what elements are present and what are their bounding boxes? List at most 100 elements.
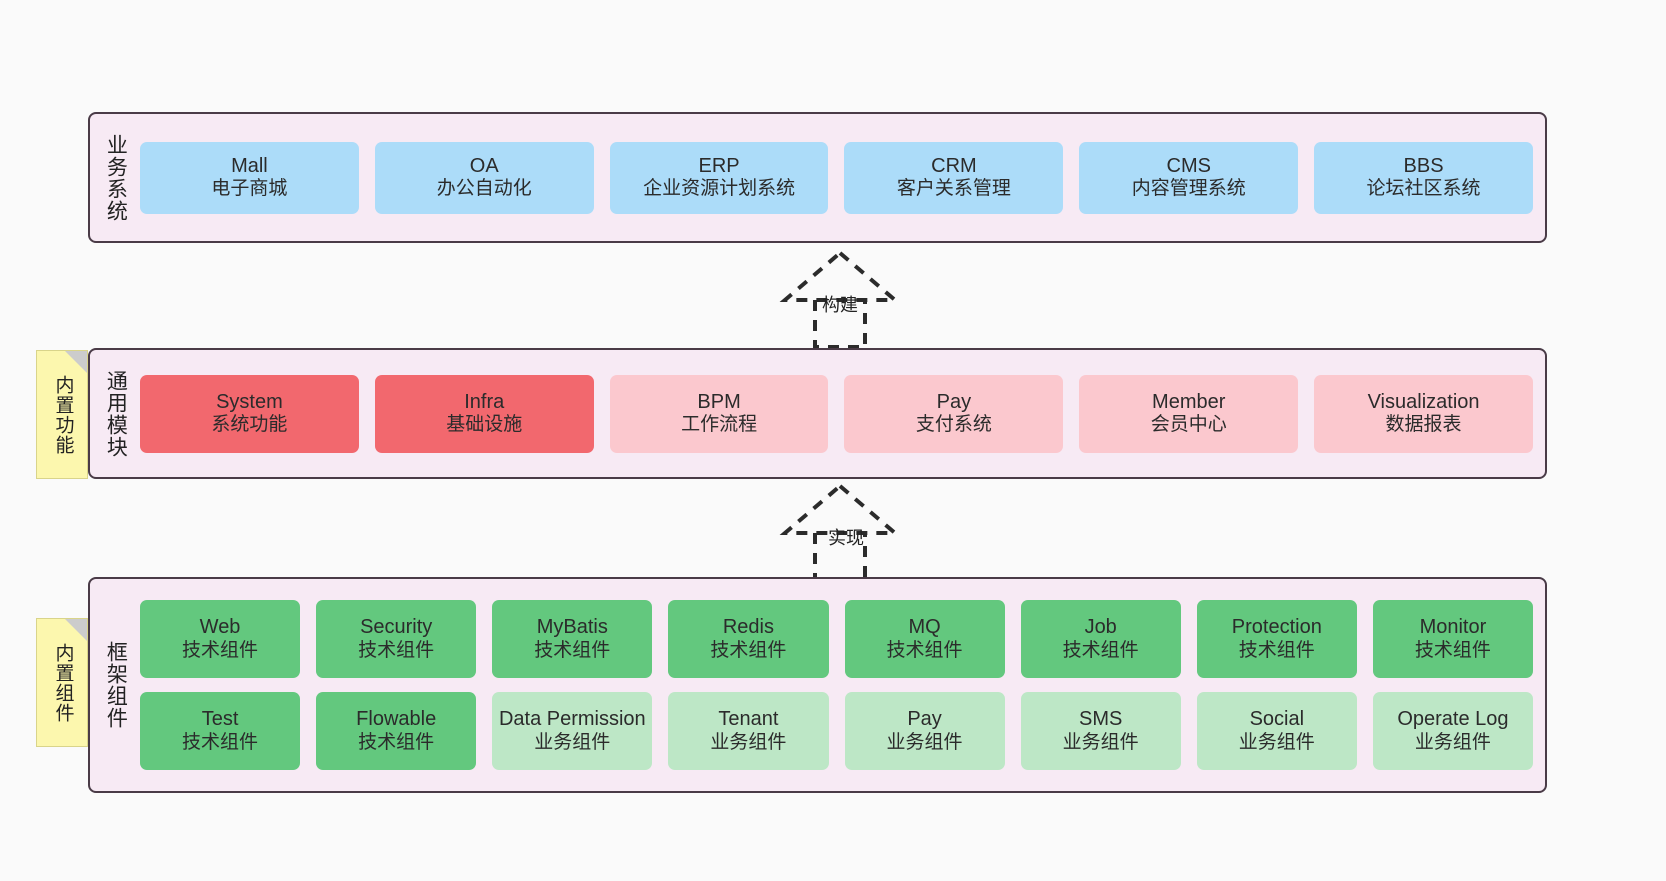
card-title-cn: 技术组件 <box>1238 639 1315 661</box>
card-mybatis[interactable]: MyBatis 技术组件 <box>492 600 653 678</box>
card-title-cn: 技术组件 <box>534 639 611 661</box>
card-title-en: Mall <box>231 154 268 177</box>
note-builtin-functions: 内置功能 <box>36 350 88 479</box>
card-title-en: MQ <box>908 616 941 638</box>
card-title-en: Flowable <box>356 708 437 730</box>
card-title-cn: 工作流程 <box>681 414 758 436</box>
card-sms[interactable]: SMS 业务组件 <box>1020 692 1181 770</box>
card-title-cn: 业务组件 <box>1062 731 1139 753</box>
card-pay-module[interactable]: Pay 支付系统 <box>844 374 1064 453</box>
layer-body-business-system: Mall 电子商城 OA 办公自动化 ERP 企业资源计划系统 CRM 客户关系… <box>140 114 1545 241</box>
card-monitor[interactable]: Monitor 技术组件 <box>1372 600 1533 678</box>
card-title-en: Visualization <box>1367 390 1480 413</box>
card-data-permission[interactable]: Data Permission 业务组件 <box>492 692 653 770</box>
card-title-en: CMS <box>1166 154 1211 177</box>
card-social[interactable]: Social 业务组件 <box>1196 692 1357 770</box>
card-row: Mall 电子商城 OA 办公自动化 ERP 企业资源计划系统 CRM 客户关系… <box>140 141 1533 214</box>
card-title-en: MyBatis <box>536 616 608 638</box>
card-bpm[interactable]: BPM 工作流程 <box>609 374 829 453</box>
card-redis[interactable]: Redis 技术组件 <box>668 600 829 678</box>
card-protection[interactable]: Protection 技术组件 <box>1196 600 1357 678</box>
card-bbs[interactable]: BBS 论坛社区系统 <box>1314 141 1533 214</box>
card-title-en: Data Permission <box>498 708 646 730</box>
card-title-cn: 企业资源计划系统 <box>643 178 796 200</box>
card-title-en: Monitor <box>1419 616 1487 638</box>
card-title-cn: 技术组件 <box>358 639 435 661</box>
layer-body-common-modules: System 系统功能 Infra 基础设施 BPM 工作流程 Pay 支付系统… <box>140 350 1545 477</box>
card-title-en: Job <box>1084 616 1117 638</box>
card-title-en: BBS <box>1403 154 1444 177</box>
card-title-cn: 技术组件 <box>1062 639 1139 661</box>
card-oa[interactable]: OA 办公自动化 <box>374 141 594 214</box>
card-title-cn: 支付系统 <box>915 414 992 436</box>
card-title-en: System <box>216 390 283 413</box>
card-member[interactable]: Member 会员中心 <box>1079 374 1299 453</box>
card-erp[interactable]: ERP 企业资源计划系统 <box>609 141 829 214</box>
card-title-cn: 技术组件 <box>710 639 787 661</box>
card-visualization[interactable]: Visualization 数据报表 <box>1314 374 1533 453</box>
card-infra[interactable]: Infra 基础设施 <box>374 374 594 453</box>
card-pay-component[interactable]: Pay 业务组件 <box>844 692 1005 770</box>
card-title-en: SMS <box>1079 708 1123 730</box>
card-title-cn: 技术组件 <box>182 639 259 661</box>
card-title-cn: 内容管理系统 <box>1131 178 1246 200</box>
card-title-cn: 客户关系管理 <box>896 178 1011 200</box>
generalization-arrow-icon <box>779 483 901 582</box>
generalization-arrow-icon <box>779 250 901 349</box>
card-title-en: Pay <box>907 708 942 730</box>
card-title-en: Member <box>1152 390 1226 413</box>
card-cms[interactable]: CMS 内容管理系统 <box>1079 141 1299 214</box>
card-title-cn: 技术组件 <box>358 731 435 753</box>
card-title-cn: 数据报表 <box>1385 414 1462 436</box>
card-row: System 系统功能 Infra 基础设施 BPM 工作流程 Pay 支付系统… <box>140 374 1533 453</box>
card-row: Test 技术组件 Flowable 技术组件 Data Permission … <box>140 692 1533 770</box>
card-title-en: Test <box>201 708 239 730</box>
folded-corner-icon <box>65 619 87 641</box>
card-title-cn: 论坛社区系统 <box>1366 178 1481 200</box>
note-label: 内置组件 <box>52 642 74 723</box>
card-title-en: ERP <box>698 154 740 177</box>
note-builtin-components: 内置组件 <box>36 618 88 747</box>
card-title-en: OA <box>469 154 499 177</box>
card-operate-log[interactable]: Operate Log 业务组件 <box>1372 692 1533 770</box>
layer-common-modules: 通用模块 System 系统功能 Infra 基础设施 BPM 工作流程 Pay… <box>88 348 1547 479</box>
card-system[interactable]: System 系统功能 <box>140 374 359 453</box>
card-title-cn: 业务组件 <box>534 731 611 753</box>
layer-body-framework-components: Web 技术组件 Security 技术组件 MyBatis 技术组件 Redi… <box>140 579 1545 791</box>
card-title-cn: 电子商城 <box>211 178 288 200</box>
card-title-cn: 技术组件 <box>182 731 259 753</box>
layer-title-business-system: 业务系统 <box>104 133 128 222</box>
card-title-cn: 技术组件 <box>1414 639 1491 661</box>
arrow-build: 构建 <box>740 245 940 355</box>
card-title-en: Infra <box>464 390 505 413</box>
card-title-cn: 业务组件 <box>1414 731 1491 753</box>
card-job[interactable]: Job 技术组件 <box>1020 600 1181 678</box>
layer-title-framework-components: 框架组件 <box>104 641 128 729</box>
card-title-en: Tenant <box>718 708 779 730</box>
card-mq[interactable]: MQ 技术组件 <box>844 600 1005 678</box>
card-title-en: CRM <box>931 154 977 177</box>
card-tenant[interactable]: Tenant 业务组件 <box>668 692 829 770</box>
card-security[interactable]: Security 技术组件 <box>316 600 477 678</box>
card-title-en: Operate Log <box>1397 708 1509 730</box>
note-label: 内置功能 <box>52 374 74 455</box>
card-title-cn: 基础设施 <box>446 414 523 436</box>
card-flowable[interactable]: Flowable 技术组件 <box>316 692 477 770</box>
card-title-en: Web <box>199 616 241 638</box>
card-title-cn: 系统功能 <box>211 414 288 436</box>
card-title-en: Security <box>360 616 433 638</box>
layer-business-system: 业务系统 Mall 电子商城 OA 办公自动化 ERP 企业资源计划系统 CRM… <box>88 112 1547 243</box>
folded-corner-icon <box>65 351 87 373</box>
card-title-en: BPM <box>697 390 741 413</box>
card-title-cn: 业务组件 <box>886 731 963 753</box>
card-crm[interactable]: CRM 客户关系管理 <box>844 141 1064 214</box>
card-title-cn: 业务组件 <box>710 731 787 753</box>
card-title-en: Redis <box>722 616 774 638</box>
card-web[interactable]: Web 技术组件 <box>140 600 301 678</box>
card-title-en: Protection <box>1231 616 1322 638</box>
card-test[interactable]: Test 技术组件 <box>140 692 301 770</box>
card-title-en: Pay <box>936 390 972 413</box>
card-title-cn: 办公自动化 <box>436 178 532 200</box>
card-mall[interactable]: Mall 电子商城 <box>140 141 359 214</box>
layer-framework-components: 框架组件 Web 技术组件 Security 技术组件 MyBatis 技术组件… <box>88 577 1547 793</box>
